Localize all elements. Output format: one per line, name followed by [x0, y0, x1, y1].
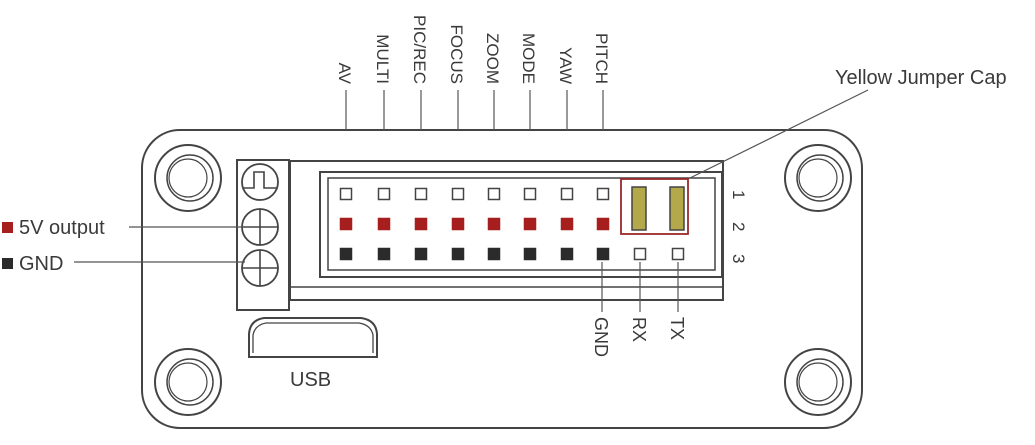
pin-grid: [339, 187, 685, 261]
rx-pin-label: RX: [629, 317, 649, 342]
ground-pin: [377, 247, 391, 261]
terminal-screw-icon: [241, 249, 279, 287]
signal-label-yaw: YAW: [556, 47, 575, 84]
mount-hole-icon: [784, 348, 852, 416]
signal-pin: [339, 187, 353, 201]
jumper-cap: [669, 186, 685, 231]
top-signal-leads: AV MULTI PIC/REC FOCUS ZOOM MODE YAW PITCH: [335, 15, 611, 130]
gnd-pin-label: GND: [591, 317, 611, 357]
ground-pin: [414, 247, 428, 261]
ground-callout-label: GND: [19, 253, 63, 275]
signal-pin: [451, 187, 465, 201]
power-pin: [451, 217, 465, 231]
jumper-callout-label: Yellow Jumper Cap: [835, 67, 1007, 89]
power-pin: [596, 217, 610, 231]
signal-pin: [487, 187, 501, 201]
signal-pin: [523, 187, 537, 201]
signal-label-zoom: ZOOM: [483, 33, 502, 84]
pin-header-housing: [289, 160, 724, 301]
jumper-highlight-frame: [620, 178, 689, 235]
signal-label-pic-rec: PIC/REC: [410, 15, 429, 84]
ground-pin: [596, 247, 610, 261]
row-number: 3: [729, 254, 748, 263]
power-callout-label: 5V output: [19, 217, 105, 239]
jumper-cap: [631, 186, 647, 231]
signal-pin: [414, 187, 428, 201]
signal-label-av: AV: [335, 63, 354, 85]
power-pin: [523, 217, 537, 231]
ground-pin: [339, 247, 353, 261]
terminal-screw-icon: [241, 208, 279, 246]
ground-swatch: [2, 258, 13, 269]
rx-pin: [633, 247, 647, 261]
screw-terminal-block: [236, 159, 290, 311]
signal-label-mode: MODE: [519, 33, 538, 84]
power-pin: [487, 217, 501, 231]
signal-label-pitch: PITCH: [592, 33, 611, 84]
power-pin: [414, 217, 428, 231]
power-pin: [377, 217, 391, 231]
row-number: 2: [729, 222, 748, 231]
power-pin: [339, 217, 353, 231]
ground-pin: [560, 247, 574, 261]
usb-port-icon: [248, 317, 378, 358]
jumper-callout-line: [689, 89, 869, 179]
usb-label: USB: [290, 369, 331, 391]
row-number: 1: [729, 190, 748, 199]
board-outline: [141, 129, 863, 429]
signal-pin: [596, 187, 610, 201]
power-pin: [560, 217, 574, 231]
ground-pin: [451, 247, 465, 261]
tx-pin-label: TX: [667, 317, 687, 340]
signal-pin: [377, 187, 391, 201]
mount-hole-icon: [154, 144, 222, 212]
tx-pin: [671, 247, 685, 261]
power-swatch: [2, 222, 13, 233]
mount-hole-icon: [784, 144, 852, 212]
mount-hole-icon: [154, 348, 222, 416]
ground-pin: [487, 247, 501, 261]
signal-pin: [560, 187, 574, 201]
signal-label-multi: MULTI: [373, 34, 392, 84]
ground-pin: [523, 247, 537, 261]
signal-label-focus: FOCUS: [447, 25, 466, 85]
